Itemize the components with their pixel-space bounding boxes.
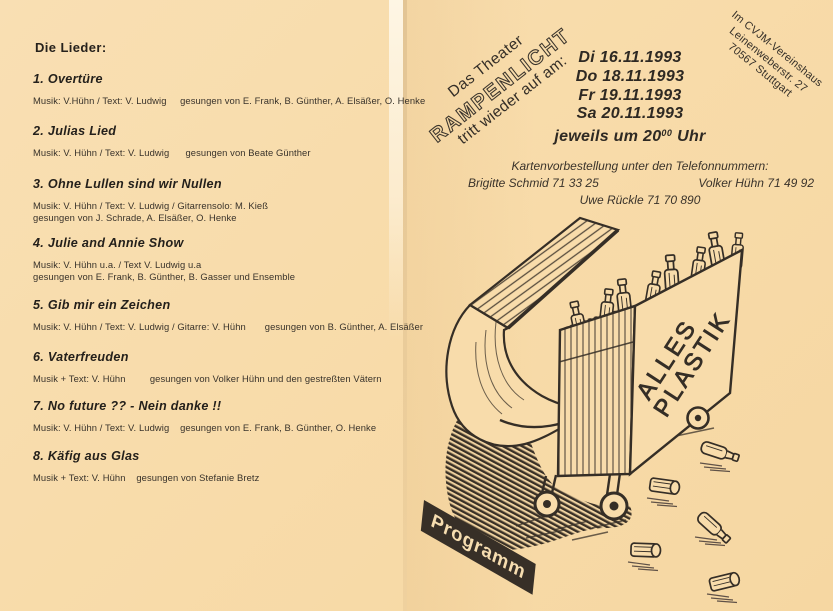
song-credits: gesungen von E. Frank, B. Günther, B. Ga… [33,271,296,282]
song-list-heading: Die Lieder: [35,40,107,55]
song-block-8: 8. Käfig aus Glas Musik + Text: V. Hühn … [33,449,418,484]
contact-left: Brigitte Schmid 71 33 25 [468,176,599,190]
song-credits: Musik + Text: V. Hühn gesungen von Stefa… [33,472,260,483]
song-credits: Musik: V. Hühn / Text: V. Ludwig / Gitar… [33,321,424,332]
dumpster-side: ALLES PLASTIK [628,247,744,477]
date-line: Di 16.11.1993 [578,49,682,66]
date-line: Do 18.11.1993 [575,67,685,85]
song-block-1: 1. Overtüre Musik: V.Hühn / Text: V. Lud… [33,72,426,107]
tickets-heading: Kartenvorbestellung unter den Telefonnum… [511,159,769,173]
song-title: 6. Vaterfreuden [33,350,129,364]
ticket-contacts-row: Brigitte Schmid 71 33 25 Volker Hühn 71 … [468,176,814,190]
song-credits: Musik: V. Hühn / Text: V. Ludwig gesunge… [33,147,311,158]
song-credits: Musik + Text: V. Hühn gesungen von Volke… [33,373,382,384]
song-title: 4. Julie and Annie Show [33,236,184,250]
dumpster-front [556,304,637,478]
time-suffix: Uhr [672,128,706,146]
show-time: jeweils um 2000 Uhr [535,124,725,147]
song-block-5: 5. Gib mir ein Zeichen Musik: V. Hühn / … [33,298,424,333]
fold-highlight [389,0,403,340]
song-credits: gesungen von J. Schrade, A. Elsäßer, O. … [33,212,237,223]
song-block-3: 3. Ohne Lullen sind wir Nullen Musik: V.… [33,177,418,224]
song-block-6: 6. Vaterfreuden Musik + Text: V. Hühn ge… [33,350,418,385]
dumpster-lid [468,216,621,330]
date-line: Sa 20.11.1993 [576,105,684,123]
song-block-7: 7. No future ?? - Nein danke !! Musik: V… [33,399,418,434]
caster-wheels [533,406,710,521]
fold-shadow [403,0,407,611]
song-block-2: 2. Julias Lied Musik: V. Hühn / Text: V.… [33,124,418,159]
song-credits: Musik: V. Hühn / Text: V. Ludwig gesunge… [33,422,377,433]
date-line: Fr 19.11.1993 [578,86,682,104]
contact-center: Uwe Rückle 71 70 890 [579,193,701,207]
dumpster-illustration: ALLES PLASTIK [445,216,746,604]
scattered-litter [627,439,742,604]
song-title: 2. Julias Lied [33,124,117,138]
song-credits: Musik: V. Hühn u.a. / Text V. Ludwig u.a [33,259,202,270]
song-title: 7. No future ?? - Nein danke !! [33,399,222,413]
time-superscript: 00 [661,128,673,139]
song-title: 5. Gib mir ein Zeichen [33,298,171,312]
song-credits: Musik: V. Hühn / Text: V. Ludwig / Gitar… [33,200,269,211]
ground-strokes [515,427,715,541]
show-dates: Di 16.11.1993 Do 18.11.1993 Fr 19.11.199… [535,49,725,147]
song-title: 3. Ohne Lullen sind wir Nullen [33,177,222,191]
song-credits: Musik: V.Hühn / Text: V. Ludwig gesungen… [33,95,426,106]
contact-right: Volker Hühn 71 49 92 [698,176,814,190]
song-title: 8. Käfig aus Glas [33,449,140,463]
song-block-4: 4. Julie and Annie Show Musik: V. Hühn u… [33,236,418,283]
song-title: 1. Overtüre [33,72,103,86]
time-prefix: jeweils um 20 [554,128,662,146]
